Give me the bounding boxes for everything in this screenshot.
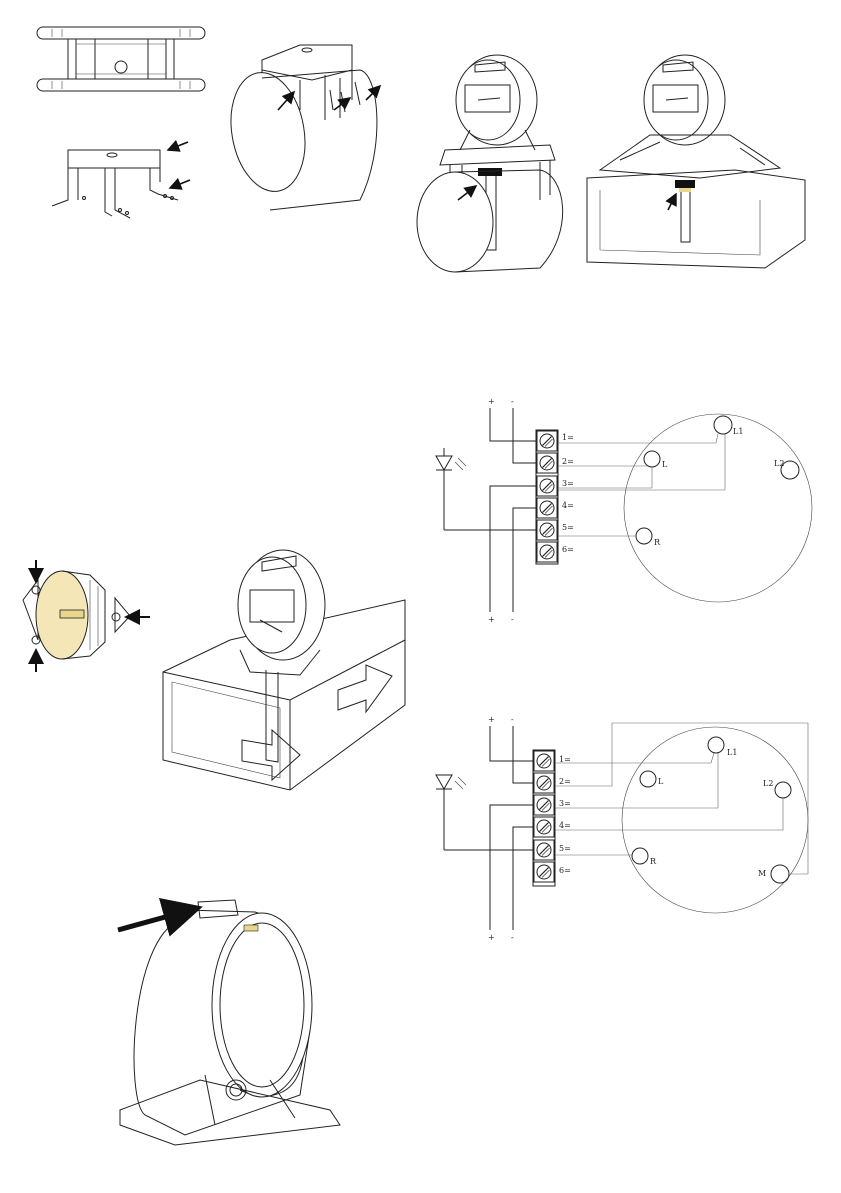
screw-terminal-icon[interactable] [534, 862, 554, 882]
wiring-diagram-1: + - + - 1= 2= 3= 4= 5= 6= [436, 397, 812, 624]
contact-pin-icon [708, 737, 724, 753]
contact-label-l2: L2 [763, 779, 773, 788]
terminal-label: 5= [562, 523, 574, 532]
arrow-icon [334, 98, 350, 110]
sensor-housing [624, 414, 812, 602]
screw-terminal-icon[interactable] [537, 542, 557, 562]
device-front-figure [118, 900, 340, 1145]
bracket-figure [37, 27, 205, 218]
contact-label-m: M [758, 869, 766, 878]
output-plus-label: + [488, 615, 495, 624]
bracket-flat-view [37, 27, 205, 91]
contact-label-r: R [650, 857, 657, 866]
terminal-label: 3= [562, 479, 574, 488]
device-on-box-figure [163, 550, 405, 790]
screw-terminal-icon[interactable] [534, 840, 554, 860]
terminal-label: 5= [559, 844, 571, 853]
supply-minus-label: - [511, 397, 514, 406]
terminal-label: 4= [559, 821, 571, 830]
screw-terminal-icon[interactable] [537, 453, 557, 473]
terminal-label: 6= [559, 866, 571, 875]
screw-terminal-icon[interactable] [534, 751, 554, 771]
screw-terminal-icon[interactable] [537, 498, 557, 518]
terminal-label: 2= [562, 457, 574, 466]
terminal-label: 1= [559, 755, 571, 764]
device-on-square-duct [587, 55, 805, 268]
contact-pin-icon [632, 848, 648, 864]
contact-label-l1: L1 [733, 427, 743, 436]
contact-pin-icon [771, 865, 789, 883]
device-on-round-duct [417, 55, 563, 272]
supply-plus-label: + [488, 397, 495, 406]
screw-terminal-icon[interactable] [537, 476, 557, 496]
screw-terminal-icon[interactable] [534, 773, 554, 793]
contact-label-l: L [658, 777, 664, 786]
contact-pin-icon [775, 782, 791, 798]
bracket-folded-view [52, 142, 190, 218]
arrow-icon [668, 194, 676, 210]
led-diode-icon [436, 775, 466, 850]
screw-terminal-icon[interactable] [534, 795, 554, 815]
cover-screws-figure [23, 560, 150, 672]
contact-pin-icon [714, 416, 732, 434]
contact-pin-icon [640, 771, 656, 787]
arrow-icon [168, 142, 188, 150]
arrow-icon [170, 180, 190, 188]
led-diode-icon [436, 448, 466, 530]
bracket-on-round-duct [222, 45, 380, 210]
contact-label-r: R [654, 538, 661, 547]
contact-label-l1: L1 [727, 748, 737, 757]
contact-pin-icon [636, 528, 652, 544]
supply-minus-label: - [511, 715, 514, 724]
contact-label-l: L [662, 460, 668, 469]
screw-terminal-icon[interactable] [537, 520, 557, 540]
screw-terminal-icon[interactable] [534, 817, 554, 837]
terminal-label: 2= [559, 777, 571, 786]
terminal-label: 3= [559, 799, 571, 808]
terminal-label: 6= [562, 545, 574, 554]
contact-label-l2: L2 [774, 459, 784, 468]
output-plus-label: + [488, 933, 495, 942]
output-minus-label: - [511, 933, 514, 942]
terminal-label: 4= [562, 501, 574, 510]
contact-pin-icon [644, 451, 660, 467]
supply-plus-label: + [488, 715, 495, 724]
wiring-diagram-2: + - + - 1= 2= 3= 4= 5= 6= [436, 715, 808, 942]
arrow-icon [118, 908, 198, 930]
output-minus-label: - [511, 615, 514, 624]
sensor-housing [622, 727, 808, 913]
screw-terminal-icon[interactable] [537, 431, 557, 451]
terminal-label: 1= [562, 433, 574, 442]
